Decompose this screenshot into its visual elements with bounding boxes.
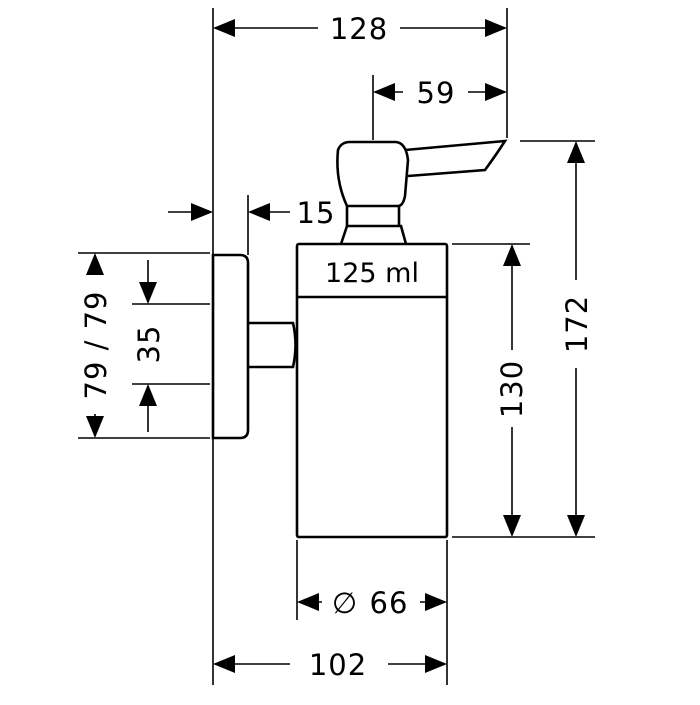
dimension-overall-width-value: 128 (330, 12, 388, 46)
bottle-body (295, 242, 449, 539)
dimension-bottle-diameter-value: 66 (370, 586, 409, 620)
dimension-overall-width: 128 (213, 12, 507, 46)
pump-collar (345, 204, 401, 226)
support-arm (248, 321, 297, 369)
pump-neck (339, 224, 408, 245)
dimension-mount-offset-value: 79 / 79 (79, 290, 113, 399)
dimension-lever-reach-value: 59 (417, 76, 456, 110)
dimension-mount-offset: 79 / 79 (79, 253, 113, 438)
dimension-projection: 102 (213, 648, 447, 682)
dimension-height-total-value: 172 (560, 295, 594, 353)
dimension-bottle-diameter: ∅ 66 (297, 586, 447, 620)
dimension-mount-spacing-value: 35 (132, 325, 166, 364)
wall-plate (211, 253, 250, 440)
pump-lever (404, 139, 508, 178)
dimension-lever-reach: 59 (373, 76, 507, 110)
dimension-height-total: 172 (560, 141, 594, 537)
diameter-symbol: ∅ (332, 586, 358, 620)
dimension-mount-spacing: 35 (132, 260, 166, 432)
dimension-wall-gap: 15 (168, 196, 336, 230)
dimension-bottle-height-value: 130 (495, 360, 529, 418)
dimension-bottle-height: 130 (495, 244, 529, 537)
dimension-projection-value: 102 (309, 648, 367, 682)
dimension-wall-gap-value: 15 (297, 196, 336, 230)
capacity-label: 125 ml (325, 258, 419, 289)
soap-dispenser (211, 139, 508, 539)
extension-lines (78, 8, 595, 685)
pump-head (336, 140, 410, 208)
